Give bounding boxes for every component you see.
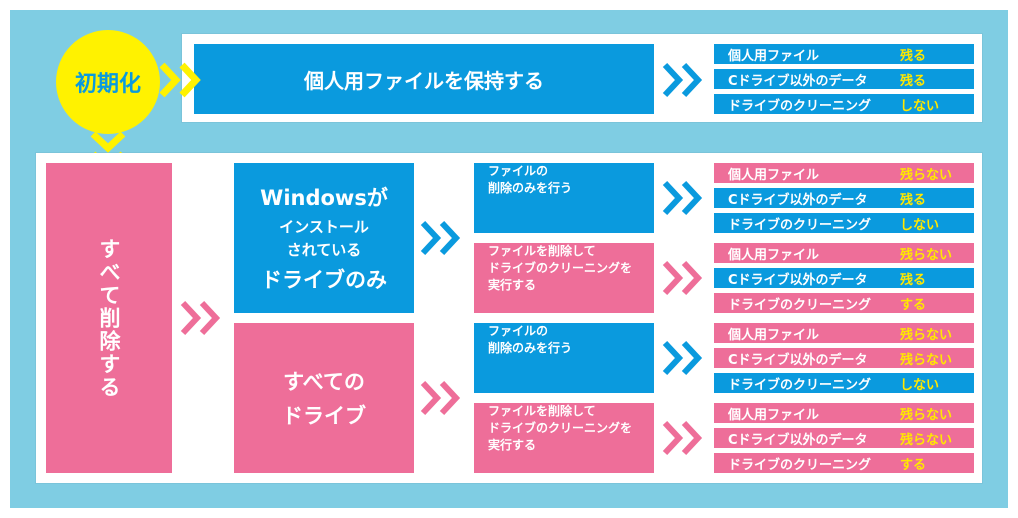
arrow-result-1-chevron-icon [662, 180, 703, 216]
initialize-label: 初期化 [74, 72, 141, 97]
result-4-personal: 個人用ファイル残らない [714, 403, 974, 423]
result-2-other-data: Cドライブ以外のデータ残る [714, 268, 974, 288]
delete-all-box: すべて削除する [46, 163, 172, 473]
keep-files-label: 個人用ファイルを保持する [304, 68, 544, 93]
result-2-personal: 個人用ファイル残らない [714, 243, 974, 263]
keep-files-box: 個人用ファイルを保持する [194, 44, 654, 114]
option-files-only-1: ファイルの 削除のみを行う [474, 163, 654, 233]
result-1-other-data: Cドライブ以外のデータ残る [714, 188, 974, 208]
result-3-other-data: Cドライブ以外のデータ残らない [714, 348, 974, 368]
drive-all-box: すべての ドライブ [234, 323, 414, 473]
arrow-result-2-chevron-icon [662, 260, 703, 296]
arrow-drive-all-chevron-icon [420, 380, 461, 416]
option-files-only-2: ファイルの 削除のみを行う [474, 323, 654, 393]
arrow-drive-windows-chevron-icon [420, 220, 461, 256]
arrow-result-4-chevron-icon [662, 420, 703, 456]
arrow-result-3-chevron-icon [662, 340, 703, 376]
result-2-cleaning: ドライブのクリーニングする [714, 293, 974, 313]
delete-all-label: すべて削除する [97, 237, 121, 399]
result-3-personal: 個人用ファイル残らない [714, 323, 974, 343]
top-result-cleaning: ドライブのクリーニングしない [714, 94, 974, 114]
option-clean-2: ファイルを削除して ドライブのクリーニングを 実行する [474, 403, 654, 473]
arrow-top-chevron-icon [662, 62, 703, 98]
arrow-right-yellow-icon [159, 62, 201, 98]
top-result-other-data: Cドライブ以外のデータ残る [714, 69, 974, 89]
result-4-cleaning: ドライブのクリーニングする [714, 453, 974, 473]
drive-windows-box: Windowsが インストール されている ドライブのみ [234, 163, 414, 313]
top-result-personal: 個人用ファイル残る [714, 44, 974, 64]
result-1-cleaning: ドライブのクリーニングしない [714, 213, 974, 233]
result-3-cleaning: ドライブのクリーニングしない [714, 373, 974, 393]
result-4-other-data: Cドライブ以外のデータ残らない [714, 428, 974, 448]
result-1-personal: 個人用ファイル残らない [714, 163, 974, 183]
arrow-delete-all-chevron-icon [180, 300, 221, 336]
initialize-circle: 初期化 [56, 30, 160, 134]
option-clean-1: ファイルを削除して ドライブのクリーニングを 実行する [474, 243, 654, 313]
